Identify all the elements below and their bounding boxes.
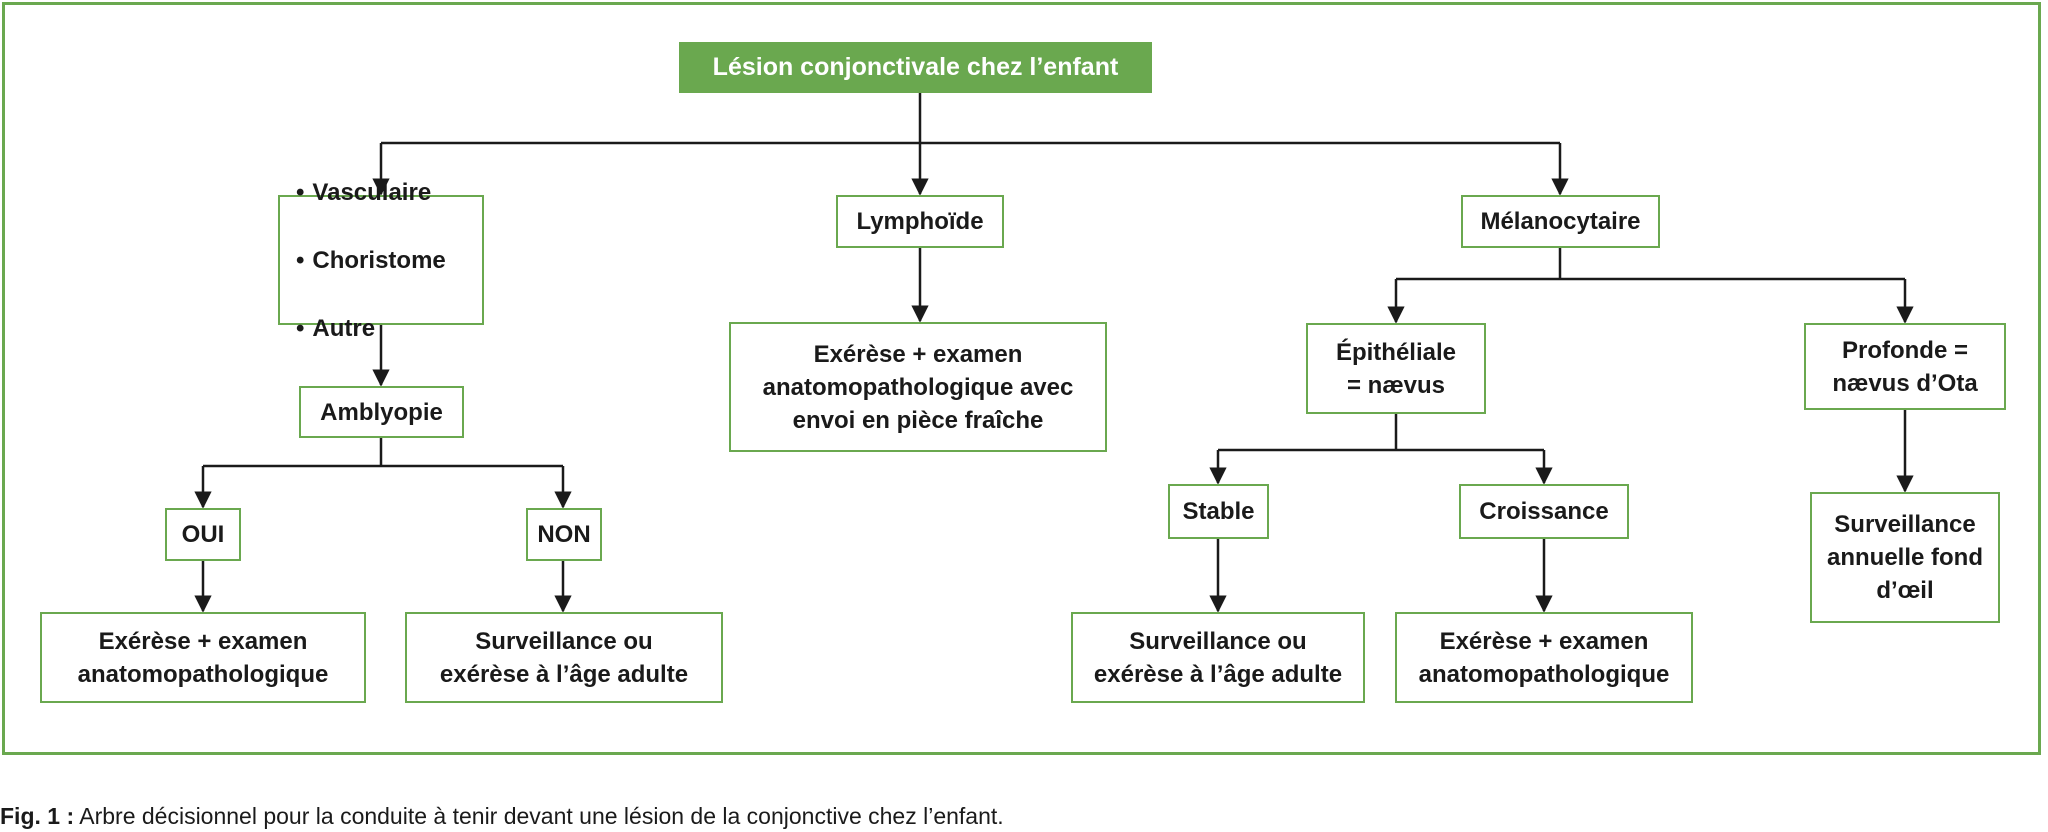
node-lymphoide-result: Exérèse + examen anatomopathologique ave… bbox=[729, 322, 1107, 452]
node-non-result: Surveillance ou exérèse à l’âge adulte bbox=[405, 612, 723, 703]
vasculaire-bullet-list: Vasculaire Choristome Autre bbox=[296, 142, 446, 379]
node-profonde: Profonde = nævus d’Ota bbox=[1804, 323, 2006, 410]
node-epitheliale: Épithéliale = nævus bbox=[1306, 323, 1486, 414]
node-melanocytaire: Mélanocytaire bbox=[1461, 195, 1660, 248]
node-oui: OUI bbox=[165, 508, 241, 561]
bullet-autre: Autre bbox=[296, 311, 446, 346]
caption-text: Arbre décisionnel pour la conduite à ten… bbox=[74, 803, 1004, 829]
node-amblyopie: Amblyopie bbox=[299, 386, 464, 438]
caption-label: Fig. 1 : bbox=[0, 803, 75, 829]
node-profonde-result: Surveillance annuelle fond d’œil bbox=[1810, 492, 2000, 623]
node-non: NON bbox=[526, 508, 602, 561]
figure-caption: Fig. 1 : Arbre décisionnel pour la condu… bbox=[0, 803, 1004, 830]
node-stable: Stable bbox=[1168, 484, 1269, 539]
root-node: Lésion conjonctivale chez l’enfant bbox=[679, 42, 1152, 93]
bullet-choristome: Choristome bbox=[296, 243, 445, 278]
node-lymphoide: Lymphoïde bbox=[836, 195, 1004, 248]
node-croissance-result: Exérèse + examen anatomopathologique bbox=[1395, 612, 1693, 703]
node-vasculaire-group: Vasculaire Choristome Autre bbox=[278, 179, 484, 342]
node-oui-result: Exérèse + examen anatomopathologique bbox=[40, 612, 366, 703]
diagram-frame bbox=[2, 2, 2041, 755]
bullet-vasculaire: Vasculaire bbox=[296, 175, 446, 210]
node-croissance: Croissance bbox=[1459, 484, 1629, 539]
node-stable-result: Surveillance ou exérèse à l’âge adulte bbox=[1071, 612, 1365, 703]
